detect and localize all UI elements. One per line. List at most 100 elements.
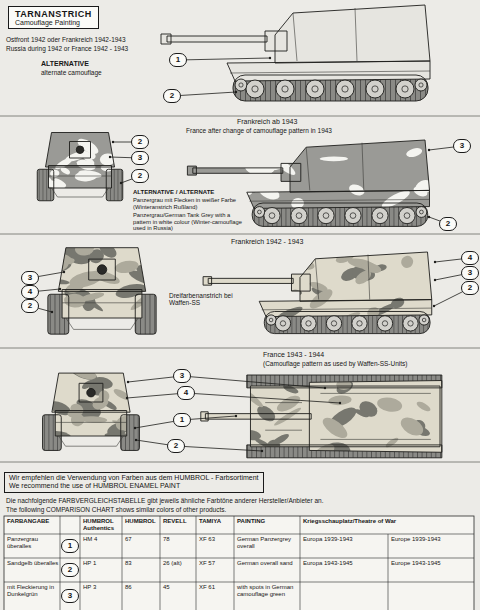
leader-line [435, 259, 462, 262]
recommendation-box: Wir empfehlen die Verwendung von Farben … [4, 472, 264, 493]
leader-line [128, 377, 174, 382]
table-cell: 45 [162, 584, 196, 591]
leader-dot [235, 91, 237, 93]
leader-line [435, 275, 462, 280]
comparison-table-grid [4, 516, 474, 610]
table-cell: mit Fleckierung in Dunkelgrün [6, 584, 60, 598]
title-box: TARNANSTRICHCamouflage Painting [8, 6, 99, 29]
callout-number: 3 [21, 271, 39, 285]
table-cell: PAINTING [236, 518, 300, 525]
leader-dot [51, 311, 53, 313]
callout-digit: 1 [170, 54, 186, 66]
leader-dot [135, 439, 137, 441]
leader-line [136, 440, 168, 445]
table-cell: FARBANGABE [6, 518, 60, 525]
recommendation-text: We recommend the use of HUMBROL ENAMEL P… [9, 482, 259, 490]
table-intro: Die nachfolgende FARBVERGLEICHSTABELLE g… [5, 497, 324, 504]
panel-caption: Russia during 1942 or France 1942 - 1943 [5, 45, 129, 52]
table-cell: TAMIYA [198, 518, 234, 525]
table-cell: HM 4 [82, 536, 122, 543]
callout-number: 1 [169, 53, 187, 67]
leader-dot [59, 288, 61, 290]
callout-digit: 1 [62, 540, 78, 552]
panel-note: Panzergrau mit Flecken in weißer Farbe (… [132, 197, 246, 210]
table-cell: Europe 1939-1943 [390, 536, 474, 543]
tank-front-view [40, 235, 158, 334]
leader-dot [134, 427, 136, 429]
leader-dot [235, 415, 237, 417]
leader-line [38, 289, 60, 291]
callout-number: 4 [177, 386, 195, 400]
table-cell: 26 (alt) [162, 560, 196, 567]
leader-line [180, 92, 236, 95]
camouflage-pattern [43, 364, 141, 441]
table-cell: German overall sand [236, 560, 300, 567]
leader-lines [38, 57, 462, 452]
table-cell: XF 61 [198, 584, 234, 591]
callout-digit: 4 [178, 387, 194, 399]
callout-digit: 2 [164, 90, 180, 102]
leader-line [190, 377, 325, 388]
table-cell: HP 3 [82, 584, 122, 591]
leader-line [135, 421, 174, 428]
table-cell: 86 [124, 584, 160, 591]
panel-caption: alternate camouflage [40, 69, 103, 76]
callout-digit: 3 [132, 152, 148, 164]
leader-dot [269, 57, 271, 59]
callout-digit: 1 [174, 414, 190, 426]
panel-divider [0, 234, 480, 235]
leader-dot [428, 216, 430, 218]
table-intro: The following COMPARISON CHART shows sim… [5, 506, 227, 513]
leader-line [38, 272, 64, 277]
panel-note: Dreifarbenanstrich bei Waffen-SS [168, 292, 248, 307]
table-cell: 78 [162, 536, 196, 543]
camouflage-pattern [40, 235, 158, 313]
leader-dot [63, 271, 65, 273]
leader-line [121, 179, 132, 183]
leader-line [184, 446, 262, 451]
callout-number: 4 [21, 285, 39, 299]
callout-digit: 3 [174, 370, 190, 382]
callout-digit: 2 [462, 282, 478, 294]
panel-divider [0, 116, 480, 117]
panel-caption: France 1943 - 1944 [262, 351, 325, 359]
sheet-subtitle: Camouflage Painting [15, 19, 92, 26]
leader-dot [428, 149, 430, 151]
leader-dot [112, 141, 114, 143]
tank-front-view [33, 133, 123, 201]
panel-divider [0, 462, 480, 463]
leader-line [113, 142, 132, 143]
table-cell: 83 [124, 560, 160, 567]
panel-note: Panzergrau/German Tank Grey with a patte… [132, 212, 246, 232]
panel-caption: Frankreich 1942 - 1943 [230, 238, 304, 246]
leader-dot [324, 387, 326, 389]
callout-number: 1 [61, 539, 79, 553]
leader-dot [433, 305, 435, 307]
table-cell: German Panzergrey overall [236, 536, 300, 550]
leader-dot [126, 397, 128, 399]
panel-caption: Frankreich ab 1943 [236, 118, 298, 126]
table-cell: with spots in German camouflage green [236, 584, 300, 598]
callout-number: 2 [131, 135, 149, 149]
callout-digit: 2 [62, 564, 78, 576]
table-cell: 67 [124, 536, 160, 543]
callout-number: 3 [173, 369, 191, 383]
table-cell: HUMBROL Authentics [82, 518, 122, 532]
panel-caption: Ostfront 1942 oder Frankreich 1942-1943 [5, 36, 127, 43]
callout-number: 2 [61, 563, 79, 577]
callout-number: 2 [439, 217, 457, 231]
callout-digit: 3 [462, 267, 478, 279]
leader-dot [120, 182, 122, 184]
callout-number: 3 [453, 139, 471, 153]
table-cell: Europe 1943-1945 [390, 560, 474, 567]
callout-number: 1 [173, 413, 191, 427]
callout-digit: 2 [168, 440, 184, 452]
table-cell: Panzergrau überalles [6, 536, 60, 550]
leader-line [38, 308, 52, 312]
tank-side-view [161, 5, 430, 101]
table-cell: HP 1 [82, 560, 122, 567]
callout-digit: 4 [462, 252, 478, 264]
callout-number: 3 [461, 266, 479, 280]
leader-line [429, 217, 440, 221]
